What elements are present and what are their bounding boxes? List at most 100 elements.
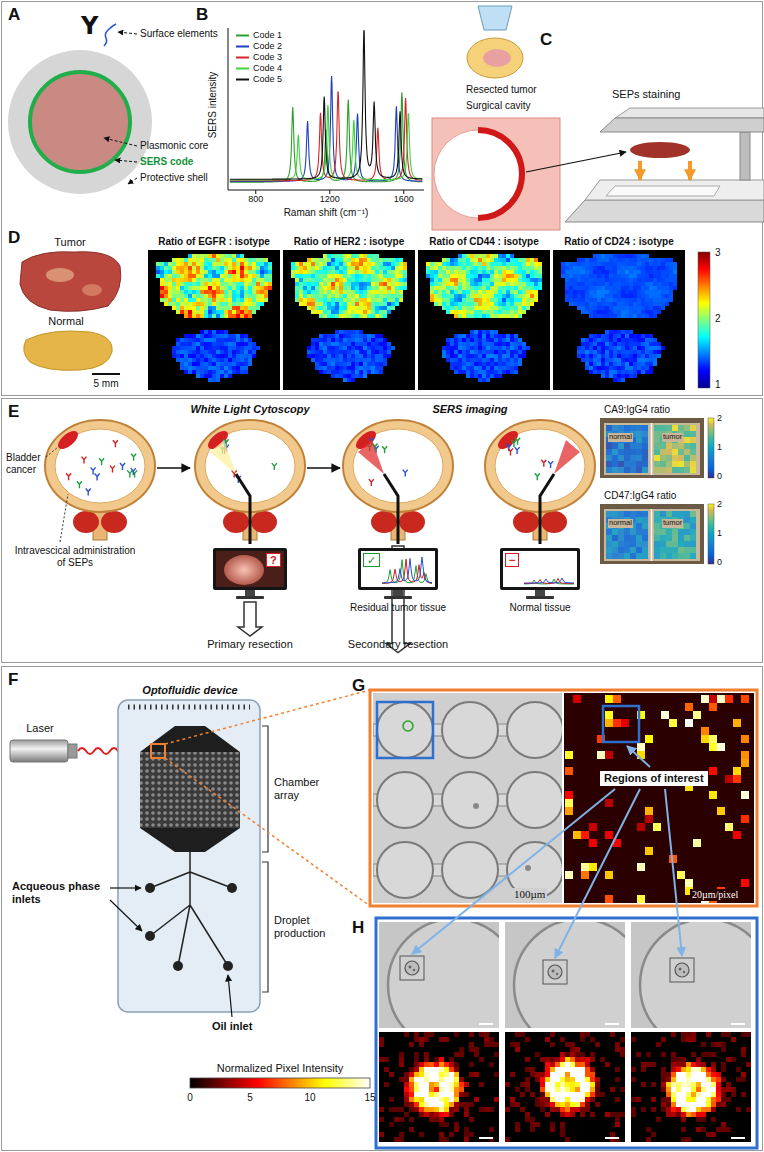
heatmap <box>188 334 192 338</box>
heatmap <box>367 282 371 286</box>
heatmap <box>391 266 395 270</box>
heatmap <box>434 270 438 274</box>
heatmap <box>470 302 474 306</box>
heatmap <box>351 370 355 374</box>
heatmap <box>248 354 252 358</box>
heatmap <box>327 354 331 358</box>
heatmap <box>343 282 347 286</box>
heatmap <box>212 282 216 286</box>
heatmap <box>212 346 216 350</box>
heatmap <box>494 270 498 274</box>
heatmap <box>164 290 168 294</box>
heatmap <box>200 362 204 366</box>
heatmap <box>518 270 522 274</box>
heatmap <box>244 258 248 262</box>
heatmap <box>228 306 232 310</box>
heatmap <box>208 258 212 262</box>
heatmap <box>355 346 359 350</box>
heatmap <box>335 306 339 310</box>
heatmap <box>403 274 407 278</box>
heatmap <box>514 346 518 350</box>
heatmap <box>518 310 522 314</box>
heatmap <box>307 354 311 358</box>
heatmap <box>347 290 351 294</box>
heatmap <box>268 262 272 266</box>
heatmap <box>335 258 339 262</box>
heatmap <box>367 254 371 258</box>
heatmap <box>339 310 343 314</box>
heatmap <box>335 270 339 274</box>
heatmap <box>196 370 200 374</box>
heatmap <box>236 342 240 346</box>
heatmap <box>502 262 506 266</box>
heatmap <box>351 342 355 346</box>
heatmap <box>331 362 335 366</box>
heatmap <box>510 274 514 278</box>
heatmap <box>335 350 339 354</box>
heatmap <box>371 314 375 318</box>
heatmap <box>347 330 351 334</box>
heatmap <box>629 266 633 270</box>
heatmap <box>192 310 196 314</box>
heatmap <box>383 270 387 274</box>
heatmap <box>216 354 220 358</box>
heatmap <box>371 302 375 306</box>
heatmap <box>502 290 506 294</box>
heatmap <box>379 358 383 362</box>
heatmap <box>534 294 538 298</box>
heatmap <box>327 290 331 294</box>
heatmap <box>335 314 339 318</box>
heatmap <box>303 282 307 286</box>
heatmap <box>327 266 331 270</box>
heatmap <box>180 270 184 274</box>
heatmap <box>379 342 383 346</box>
heatmap <box>363 254 367 258</box>
heatmap <box>347 362 351 366</box>
heatmap <box>331 342 335 346</box>
heatmap <box>367 338 371 342</box>
heatmap <box>585 258 589 262</box>
heatmap <box>335 274 339 278</box>
heatmap <box>216 334 220 338</box>
heatmap <box>212 298 216 302</box>
heatmap <box>462 298 466 302</box>
heatmap <box>303 302 307 306</box>
heatmap <box>478 270 482 274</box>
heatmap <box>383 354 387 358</box>
heatmap <box>462 286 466 290</box>
heatmap <box>502 366 506 370</box>
heatmap <box>454 314 458 318</box>
heatmap <box>240 362 244 366</box>
heatmap <box>371 306 375 310</box>
heatmap <box>192 314 196 318</box>
heatmap <box>343 286 347 290</box>
heatmap <box>494 330 498 334</box>
heatmap <box>609 254 613 258</box>
heatmap <box>371 254 375 258</box>
heatmap <box>331 294 335 298</box>
heatmap <box>319 270 323 274</box>
heatmap <box>450 270 454 274</box>
heatmap <box>196 366 200 370</box>
heatmap <box>176 294 180 298</box>
heatmap <box>506 306 510 310</box>
heatmap <box>379 334 383 338</box>
heatmap <box>597 262 601 266</box>
heatmap <box>438 290 442 294</box>
heatmap <box>466 350 470 354</box>
heatmap <box>363 338 367 342</box>
heatmap <box>399 294 403 298</box>
heatmap <box>204 362 208 366</box>
heatmap <box>331 370 335 374</box>
heatmap <box>355 370 359 374</box>
heatmap <box>482 266 486 270</box>
heatmap <box>327 258 331 262</box>
heatmap <box>395 290 399 294</box>
heatmap <box>494 298 498 302</box>
heatmap <box>375 354 379 358</box>
heatmap <box>482 334 486 338</box>
heatmap <box>335 346 339 350</box>
heatmap <box>399 290 403 294</box>
heatmap <box>351 330 355 334</box>
heatmap <box>331 274 335 278</box>
